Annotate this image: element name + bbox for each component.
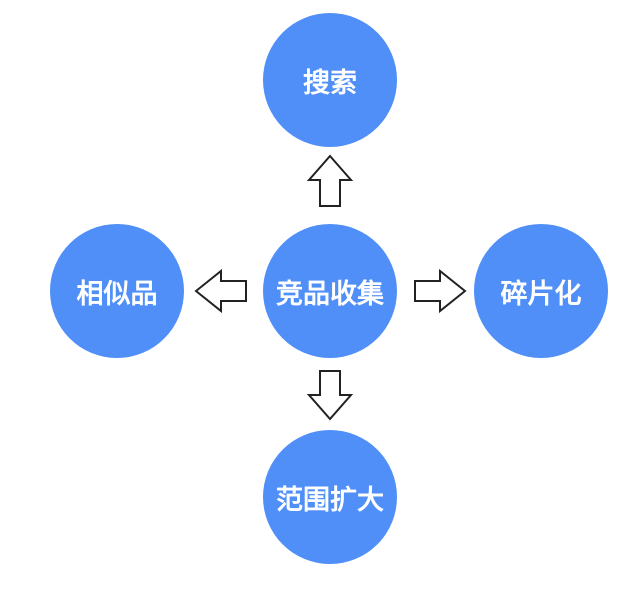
node-similar-products: 相似品 xyxy=(50,224,184,358)
node-competitor-collection-label: 竞品收集 xyxy=(276,278,384,310)
arrow-up-icon xyxy=(306,154,354,207)
node-search-label: 搜索 xyxy=(303,67,357,99)
arrow-right-icon xyxy=(414,268,467,314)
node-scope-expansion-label: 范围扩大 xyxy=(276,484,384,516)
node-scope-expansion: 范围扩大 xyxy=(263,430,397,564)
node-search: 搜索 xyxy=(263,13,397,147)
arrow-down-icon xyxy=(306,370,354,421)
node-competitor-collection: 竞品收集 xyxy=(263,224,397,358)
node-fragmentation: 碎片化 xyxy=(474,224,608,358)
node-fragmentation-label: 碎片化 xyxy=(500,278,582,310)
arrow-left-icon xyxy=(194,268,247,314)
node-similar-products-label: 相似品 xyxy=(76,278,158,310)
